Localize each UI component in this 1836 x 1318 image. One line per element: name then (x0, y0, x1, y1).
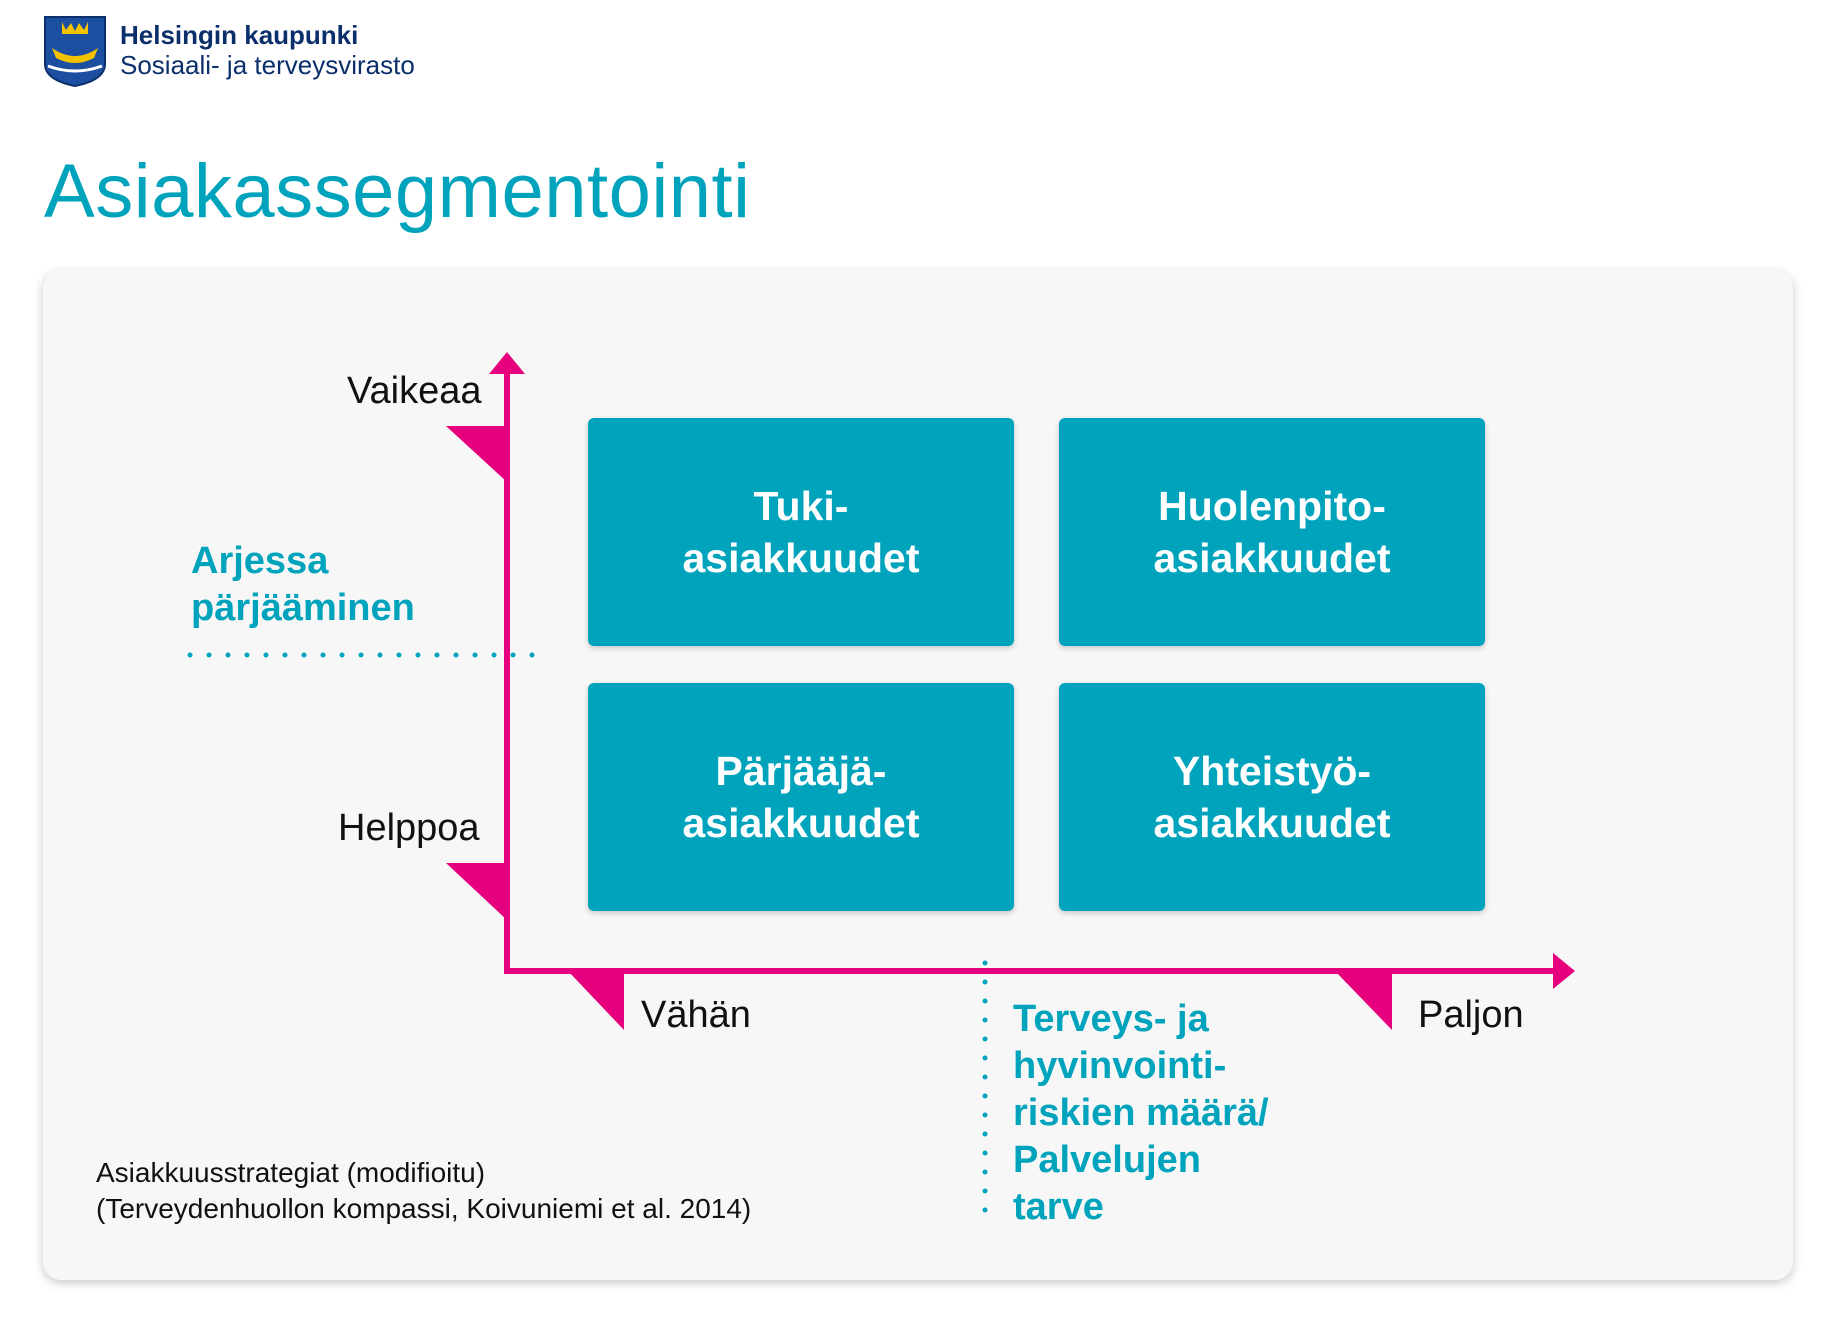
segment-label: Tuki- asiakkuudet (682, 483, 920, 581)
y-axis-top-label: Vaikeaa (347, 370, 482, 412)
y-axis-bottom-label: Helppoa (338, 807, 480, 849)
segment-box-parjaaja: Pärjääjä- asiakkuudet (588, 683, 1014, 911)
helsinki-coat-of-arms-icon (44, 16, 106, 88)
x-axis-left-label: Vähän (641, 994, 751, 1036)
segment-box-tuki: Tuki- asiakkuudet (588, 418, 1014, 646)
segment-label: Huolenpito- asiakkuudet (1153, 483, 1391, 581)
flag-vaikeaa (446, 426, 507, 482)
org-name: Helsingin kaupunki (120, 20, 359, 50)
source-line-1: Asiakkuusstrategiat (modifioitu) (96, 1157, 486, 1188)
segment-label: Yhteistyö- asiakkuudet (1153, 748, 1391, 846)
source-line-2: (Terveydenhuollon kompassi, Koivuniemi e… (96, 1193, 752, 1224)
segment-box-huolenpito: Huolenpito- asiakkuudet (1059, 418, 1485, 646)
x-axis-right-label: Paljon (1418, 994, 1524, 1036)
axes-graphic (187, 352, 1575, 1228)
flag-helppoa (446, 863, 507, 920)
org-subtitle: Sosiaali- ja terveysvirasto (120, 50, 415, 80)
y-axis-name: Arjessa pärjääminen (191, 540, 415, 629)
y-axis-arrowhead (489, 352, 525, 374)
x-axis-name: Terveys- ja hyvinvointi- riskien määrä/ … (1013, 998, 1269, 1228)
segment-box-yhteistyo: Yhteistyö- asiakkuudet (1059, 683, 1485, 911)
flag-vahan (568, 971, 624, 1030)
flag-paljon (1335, 971, 1392, 1030)
page-title: Asiakassegmentointi (44, 149, 751, 234)
x-axis-arrowhead (1553, 953, 1575, 989)
segment-label: Pärjääjä- asiakkuudet (682, 748, 920, 846)
source-citation: Asiakkuusstrategiat (modifioitu) (Tervey… (96, 1155, 751, 1227)
diagram-panel: Vaikeaa Helppoa Vähän Paljon Arjessa pär… (43, 270, 1793, 1280)
